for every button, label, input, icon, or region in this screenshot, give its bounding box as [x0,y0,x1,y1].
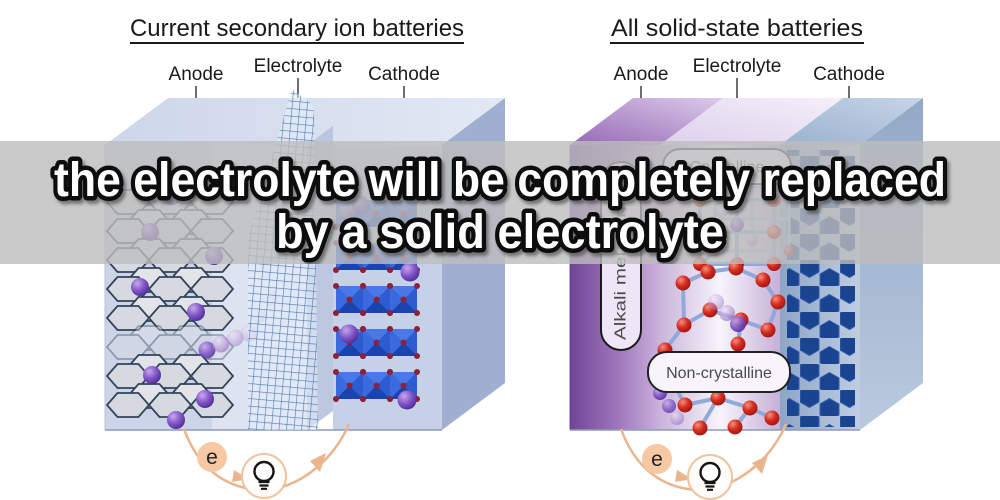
right-panel-title: All solid-state batteries [611,15,863,42]
right-anode-label: Anode [614,64,669,85]
non-crystalline-text: Non-crystalline [666,365,772,382]
svg-text:e: e [651,448,663,471]
left-electrolyte-label: Electrolyte [254,56,343,77]
right-anode-top-face [570,98,723,145]
right-electrolyte-top-face [660,98,843,145]
right-electron-badge: e [642,444,672,474]
caption-text-canvas: the electrolyte will be completely repla… [50,150,951,264]
non-crystalline-network [653,260,786,436]
left-anode-label: Anode [169,64,224,85]
right-external-circuit: e [619,423,788,500]
right-cathode-top-face [780,98,923,145]
left-electron-badge: e [197,442,227,472]
svg-text:e: e [206,446,218,469]
caption-line-2: by a solid electrolyte [276,206,724,259]
right-light-bulb-icon [687,454,733,500]
right-circuit-arrow-2 [752,455,768,474]
left-external-circuit: e [182,423,351,499]
left-circuit-arrow-2 [310,453,326,472]
right-electrolyte-label: Electrolyte [693,56,782,77]
left-panel-title: Current secondary ion batteries [130,15,464,42]
caption-overlay: the electrolyte will be completely repla… [0,141,1000,264]
non-crystalline-pill: Non-crystalline [647,351,791,393]
left-light-bulb-icon [241,453,287,499]
right-cathode-label: Cathode [813,64,885,85]
left-cathode-label: Cathode [368,64,440,85]
caption-line-1: the electrolyte will be completely repla… [54,154,946,207]
